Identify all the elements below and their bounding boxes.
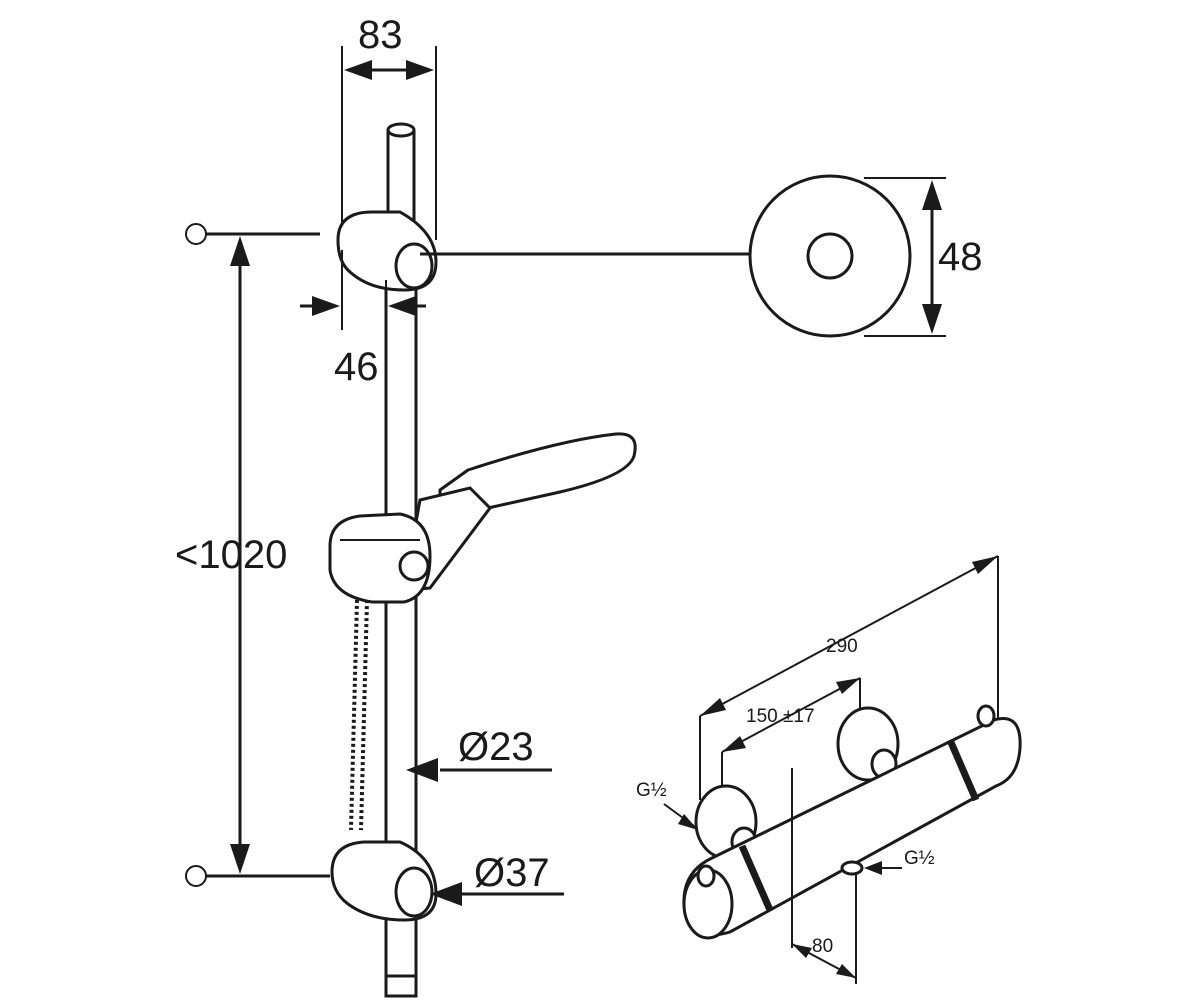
- lower-fixing-point: [185, 865, 207, 887]
- slider-body: [328, 512, 432, 604]
- rosette-diameter-label: 48: [938, 235, 983, 279]
- rail-bottom-cap: [384, 974, 418, 998]
- bracket-width-label: 83: [358, 13, 403, 57]
- rail-diameter-dimension: Ø23: [406, 725, 552, 782]
- thermostatic-mixer: 290 150 ±17 G½ G½: [636, 555, 1022, 984]
- bracket-width-dimension: 83: [341, 13, 437, 240]
- outlet-offset-label: 80: [812, 936, 833, 957]
- wall-rosette: 48: [748, 174, 983, 338]
- bracket-depth-label: 46: [334, 345, 379, 389]
- rail-length-label: <1020: [175, 533, 287, 577]
- rosette-inner: [806, 232, 854, 280]
- rail-length-dimension: <1020: [175, 223, 330, 887]
- holder-diameter-label: Ø37: [474, 851, 550, 895]
- mixer-length-label: 290: [826, 636, 858, 657]
- outlet-thread-label: G½: [904, 848, 935, 869]
- upper-fixing-point: [185, 223, 207, 245]
- inlet-thread-label: G½: [636, 780, 667, 801]
- holder-diameter-dimension: Ø37: [430, 851, 564, 906]
- shower-rail: 46: [300, 122, 750, 998]
- handshower-slider: [328, 432, 637, 604]
- connection-spacing-label: 150 ±17: [746, 706, 815, 727]
- rail-diameter-label: Ø23: [458, 725, 534, 769]
- mixer-outlet: [840, 860, 864, 876]
